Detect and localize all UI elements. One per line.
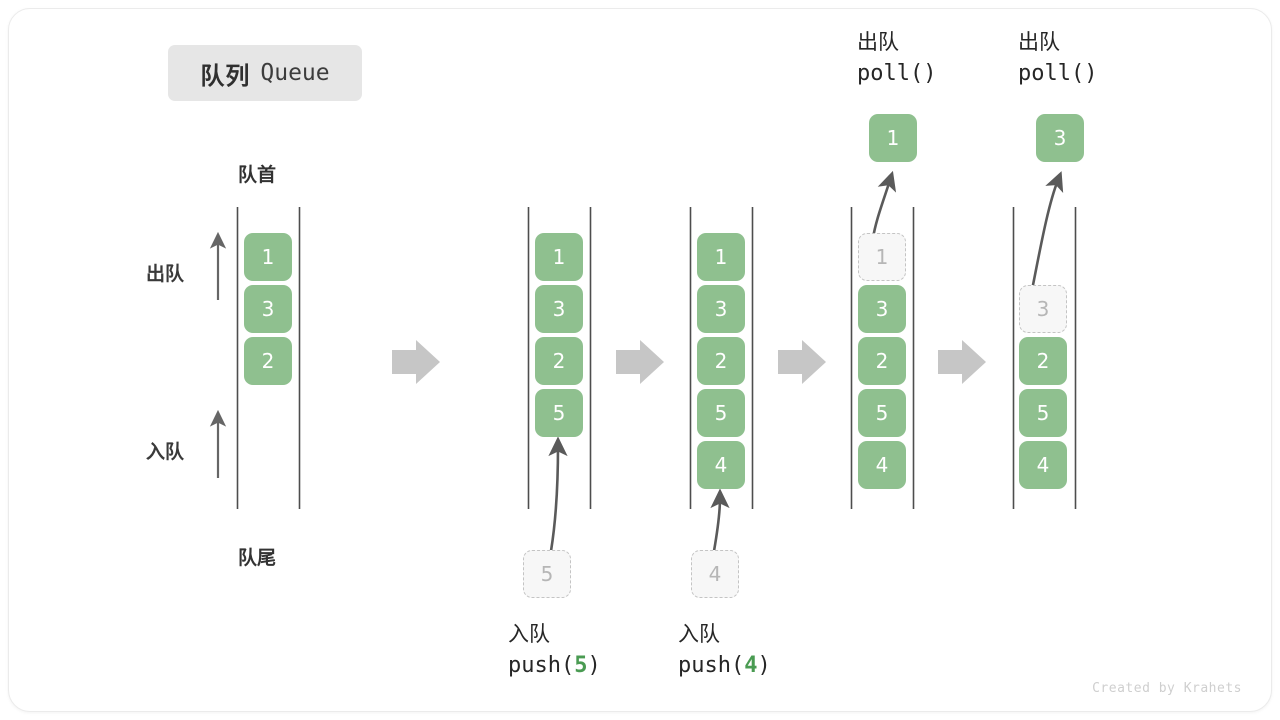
push-4-code-number: 4 xyxy=(744,653,758,679)
outgoing-ghost-cell: 3 xyxy=(1019,285,1067,333)
poll-1-caption-cn: 出队 xyxy=(857,31,899,54)
outgoing-ghost-cell: 1 xyxy=(858,233,906,281)
push-5-code-prefix: push( xyxy=(508,653,575,679)
push-4-caption-code: push(4) xyxy=(678,650,771,682)
push-4-caption: 入队 push(4) xyxy=(678,620,771,682)
queue-cell: 2 xyxy=(244,337,292,385)
queue-cell: 4 xyxy=(1019,441,1067,489)
poll-3-caption-code: poll() xyxy=(1018,58,1097,90)
queue-cell: 2 xyxy=(697,337,745,385)
queue-cell: 2 xyxy=(858,337,906,385)
poll-3-caption: 出队 poll() xyxy=(1018,28,1097,90)
queue-cell: 1 xyxy=(244,233,292,281)
poll-3-caption-cn: 出队 xyxy=(1018,31,1060,54)
push-5-code-number: 5 xyxy=(574,653,588,679)
queue-cell: 3 xyxy=(535,285,583,333)
push-4-caption-cn: 入队 xyxy=(678,623,720,646)
enqueue-side-label: 入队 xyxy=(146,442,185,463)
queue-cell: 5 xyxy=(697,389,745,437)
queue-cell: 3 xyxy=(244,285,292,333)
queue-tail-label: 队尾 xyxy=(238,548,277,569)
dequeue-side-label: 出队 xyxy=(146,264,185,285)
title-chinese: 队列 xyxy=(200,62,251,90)
title-english: Queue xyxy=(260,60,330,86)
poll-1-caption-code: poll() xyxy=(857,58,936,90)
polled-cell: 1 xyxy=(869,114,917,162)
push-5-caption-cn: 入队 xyxy=(508,623,550,646)
queue-cell: 4 xyxy=(697,441,745,489)
push-5-code-suffix: ) xyxy=(587,653,601,679)
queue-head-label: 队首 xyxy=(238,165,277,186)
queue-cell: 1 xyxy=(535,233,583,281)
poll-1-caption: 出队 poll() xyxy=(857,28,936,90)
queue-cell: 5 xyxy=(535,389,583,437)
diagram-card xyxy=(8,8,1272,712)
poll-3-code-prefix: poll( xyxy=(1018,61,1085,87)
push-4-code-suffix: ) xyxy=(757,653,771,679)
poll-1-code-prefix: poll( xyxy=(857,61,924,87)
incoming-ghost-cell: 4 xyxy=(691,550,739,598)
queue-cell: 5 xyxy=(858,389,906,437)
credit-text: Created by Krahets xyxy=(1092,681,1242,696)
queue-cell: 1 xyxy=(697,233,745,281)
push-5-caption-code: push(5) xyxy=(508,650,601,682)
diagram-title-badge: 队列 Queue xyxy=(168,45,362,101)
poll-3-code-suffix: ) xyxy=(1084,61,1098,87)
queue-cell: 2 xyxy=(1019,337,1067,385)
queue-cell: 2 xyxy=(535,337,583,385)
queue-cell: 4 xyxy=(858,441,906,489)
push-4-code-prefix: push( xyxy=(678,653,745,679)
polled-cell: 3 xyxy=(1036,114,1084,162)
queue-cell: 3 xyxy=(697,285,745,333)
push-5-caption: 入队 push(5) xyxy=(508,620,601,682)
queue-cell: 3 xyxy=(858,285,906,333)
incoming-ghost-cell: 5 xyxy=(523,550,571,598)
poll-1-code-suffix: ) xyxy=(923,61,937,87)
queue-cell: 5 xyxy=(1019,389,1067,437)
